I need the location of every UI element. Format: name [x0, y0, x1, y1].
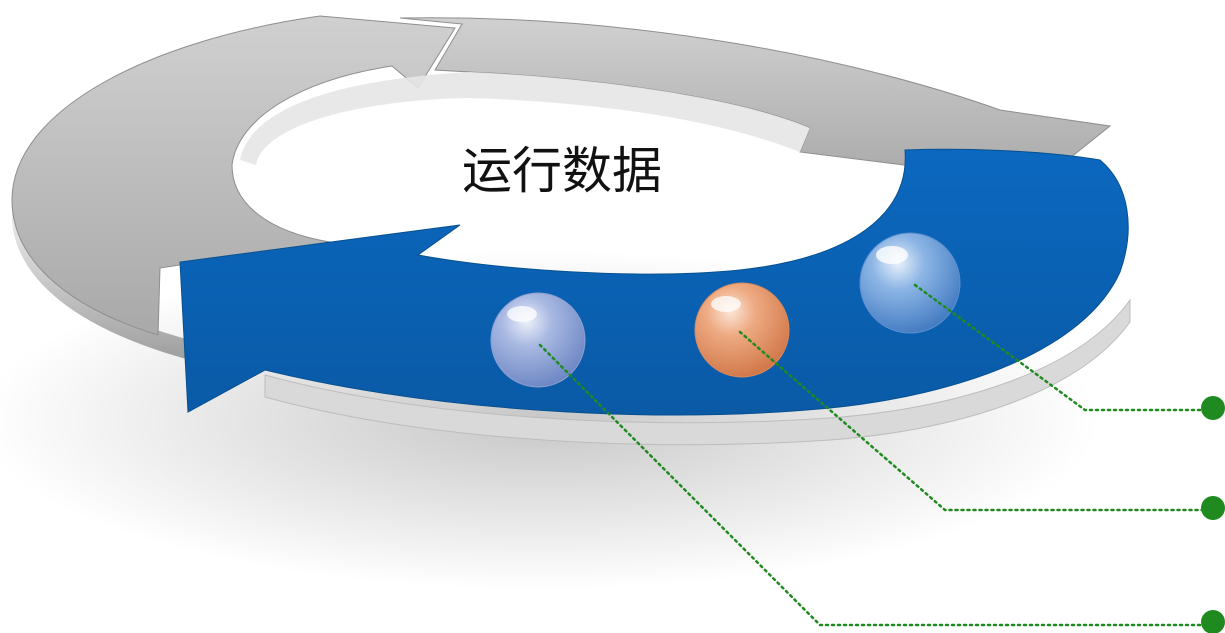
sphere-highlight: [876, 246, 908, 264]
sphere-highlight: [711, 296, 741, 312]
connector-line-middle: [738, 330, 1212, 512]
endpoint-dot-right: [1201, 396, 1225, 420]
inner-rim: [240, 72, 810, 165]
blue-arrow: [179, 148, 1129, 416]
marker-left: [490, 292, 586, 388]
gray-band-side: [12, 200, 190, 360]
endpoint-dot-middle: [1201, 496, 1225, 520]
center-title: 运行数据: [462, 142, 662, 200]
endpoint-dot-left: [1201, 610, 1225, 633]
gray-arrow-left: [11, 15, 456, 336]
connector-line-right: [913, 283, 1212, 412]
marker-right: [859, 232, 961, 334]
blue-glass-sphere-icon: [859, 232, 961, 334]
sphere-highlight: [507, 306, 537, 322]
marker-middle: [694, 282, 790, 378]
connector-line-left: [538, 343, 1212, 627]
lavender-glass-sphere-icon: [490, 292, 586, 388]
orange-glass-sphere-icon: [694, 282, 790, 378]
